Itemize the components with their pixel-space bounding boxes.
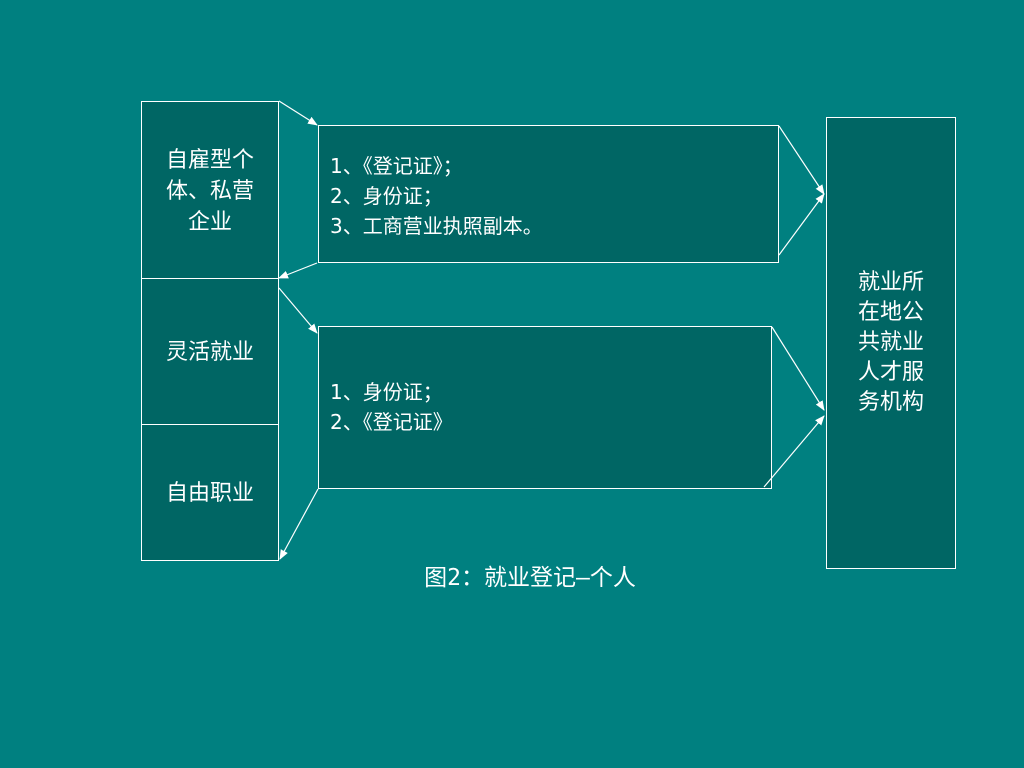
document-item: 3、工商营业执照副本。 — [330, 214, 543, 238]
arrow-flexible-to-group-2 — [278, 287, 318, 334]
document-list-group-2: 1、身份证； 2、《登记证》 — [330, 377, 453, 437]
destination-line: 在地公 — [857, 300, 924, 325]
document-item: 1、《登记证》； — [330, 154, 463, 178]
category-box-flexible-employment: 灵活就业 — [141, 278, 279, 425]
category-line: 体、私营 — [165, 179, 254, 204]
category-box-freelance: 自由职业 — [141, 424, 279, 561]
arrow-group-2-to-freelance — [279, 488, 319, 560]
category-line: 自雇型个 — [165, 148, 254, 173]
destination-label: 就业所 在地公 共就业 人才服 务机构 — [827, 268, 955, 418]
document-list-group-1: 1、《登记证》； 2、身份证； 3、工商营业执照副本。 — [330, 151, 543, 241]
document-box-group-1: 1、《登记证》； 2、身份证； 3、工商营业执照副本。 — [318, 125, 779, 263]
document-item: 2、身份证； — [330, 184, 443, 208]
destination-line: 共就业 — [857, 330, 924, 355]
arrow-group-2-top-to-destination — [771, 326, 825, 411]
arrow-self-employed-to-group-1 — [278, 100, 318, 126]
document-item: 1、身份证； — [330, 380, 443, 404]
arrow-group-1-to-self-employed — [278, 262, 318, 279]
arrow-group-1-top-to-destination — [778, 125, 825, 195]
arrow-group-2-bottom-to-destination — [763, 415, 825, 488]
document-box-group-2: 1、身份证； 2、《登记证》 — [318, 326, 772, 489]
destination-line: 就业所 — [857, 270, 924, 295]
category-box-self-employed: 自雇型个 体、私营 企业 — [141, 101, 279, 279]
document-item: 2、《登记证》 — [330, 410, 453, 434]
destination-line: 人才服 — [857, 360, 924, 385]
arrow-group-1-bottom-to-destination — [778, 193, 825, 256]
destination-box: 就业所 在地公 共就业 人才服 务机构 — [826, 117, 956, 569]
category-label-flexible-employment: 灵活就业 — [165, 340, 254, 365]
figure-caption: 图2：就业登记—个人 — [424, 565, 636, 591]
category-label-self-employed: 自雇型个 体、私营 企业 — [142, 145, 278, 238]
category-label-freelance: 自由职业 — [165, 481, 254, 506]
destination-line: 务机构 — [857, 390, 924, 415]
category-line: 企业 — [187, 210, 232, 235]
